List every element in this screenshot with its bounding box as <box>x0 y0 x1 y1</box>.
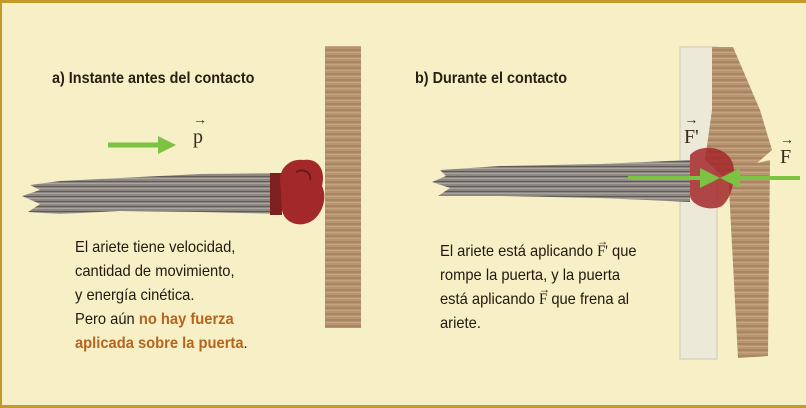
panel-b-line-3: está aplicando →F que frena al <box>440 282 630 308</box>
ram-head-a <box>270 159 325 225</box>
panel-b-text: El ariete está aplicando →F' que rompe l… <box>440 234 637 336</box>
force-on-ram-label: →F <box>780 133 794 168</box>
force-on-door-label: →F' <box>684 113 699 148</box>
panel-b-line-4: ariete. <box>440 315 481 332</box>
panel-a-line-4: Pero aún no hay fuerza <box>75 311 234 328</box>
panel-a-line-3: y energía cinética. <box>75 287 195 304</box>
panel-b-line-2: rompe la puerta, y la puerta <box>440 267 621 284</box>
panel-a-line-5: aplicada sobre la puerta. <box>75 335 248 352</box>
door-b <box>705 47 772 358</box>
force-arrow-on-ram <box>720 168 800 188</box>
panel-a-line-2: cantidad de movimiento, <box>75 263 235 280</box>
momentum-arrow <box>108 136 176 154</box>
battering-ram-a <box>22 173 278 214</box>
panel-a-text: El ariete tiene velocidad, cantidad de m… <box>75 236 248 356</box>
panel-b-line-1: El ariete está aplicando →F' que <box>440 234 637 260</box>
panel-b-heading: b) Durante el contacto <box>415 70 568 87</box>
door-a <box>325 46 361 328</box>
force-arrow-on-door <box>628 168 720 188</box>
momentum-label: →p <box>193 113 207 148</box>
battering-ram-b <box>432 160 690 202</box>
panel-a-line-1: El ariete tiene velocidad, <box>75 239 236 256</box>
panel-a-heading: a) Instante antes del contacto <box>52 70 255 87</box>
